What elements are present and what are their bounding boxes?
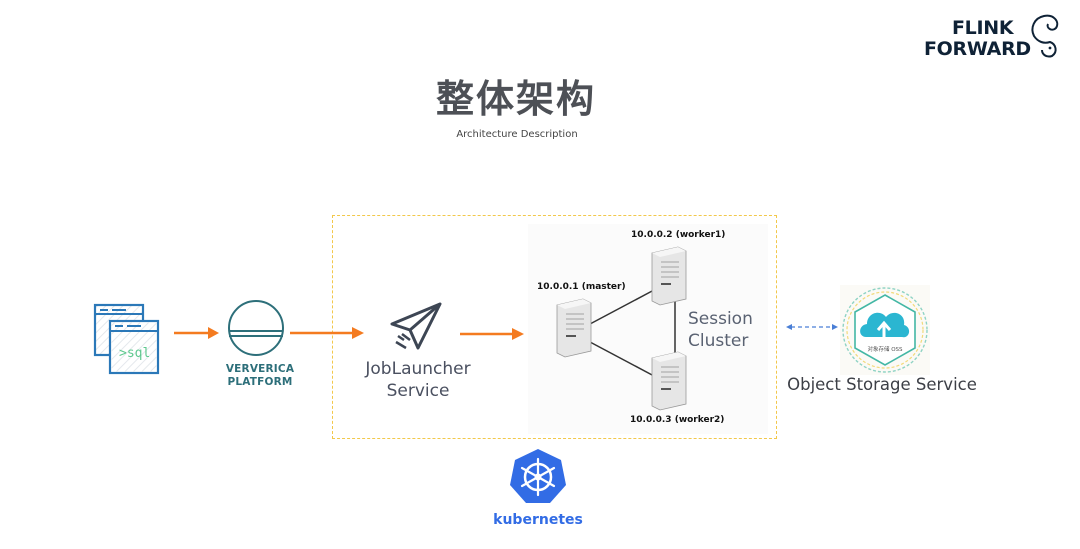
flink-forward-logo: FLINK FORWARD (924, 14, 1064, 66)
squirrel-icon (1031, 14, 1059, 58)
kubernetes-label: kubernetes (493, 512, 583, 528)
joblauncher-label-line2: Service (386, 381, 450, 401)
joblauncher-label: JobLauncher Service (348, 358, 488, 402)
oss-badge-text: 对象存储 OSS (867, 345, 903, 353)
ververica-label: VERVERICA PLATFORM (210, 363, 310, 389)
flow-arrow-1 (174, 327, 219, 339)
logo-line-flink: FLINK (952, 17, 1014, 39)
cluster-links (589, 289, 676, 377)
server-icon-master (556, 298, 592, 358)
ververica-logo-icon (228, 300, 284, 356)
server-icon-worker1 (651, 246, 687, 306)
ververica-label-line1: VERVERICA (225, 363, 295, 375)
server-label-worker2: 10.0.0.3 (worker2) (630, 415, 725, 425)
sql-windows-icon: >sql (93, 303, 160, 375)
server-label-master: 10.0.0.1 (master) (537, 282, 626, 292)
oss-label: Object Storage Service (787, 375, 977, 394)
bidirectional-arrow (786, 324, 838, 330)
session-cluster-label-line1: Session (688, 309, 753, 329)
flow-arrow-3 (460, 328, 524, 340)
session-cluster-label: Session Cluster (688, 308, 768, 352)
server-icon-worker2 (651, 351, 687, 411)
paper-plane-icon (390, 302, 442, 350)
session-cluster-label-line2: Cluster (688, 331, 749, 351)
server-label-worker1: 10.0.0.2 (worker1) (631, 230, 726, 240)
oss-cloud-icon: 对象存储 OSS (840, 285, 930, 375)
page-subtitle: Architecture Description (456, 129, 578, 140)
sql-prompt-text: >sql (119, 346, 150, 361)
joblauncher-label-line1: JobLauncher (365, 359, 471, 379)
kubernetes-helm-icon (510, 449, 566, 503)
flow-arrow-2 (290, 327, 364, 339)
kubernetes-boundary-box (332, 215, 777, 439)
logo-line-forward: FORWARD (924, 38, 1031, 60)
page-title: 整体架构 (435, 77, 596, 121)
ververica-label-line2: PLATFORM (227, 376, 293, 388)
